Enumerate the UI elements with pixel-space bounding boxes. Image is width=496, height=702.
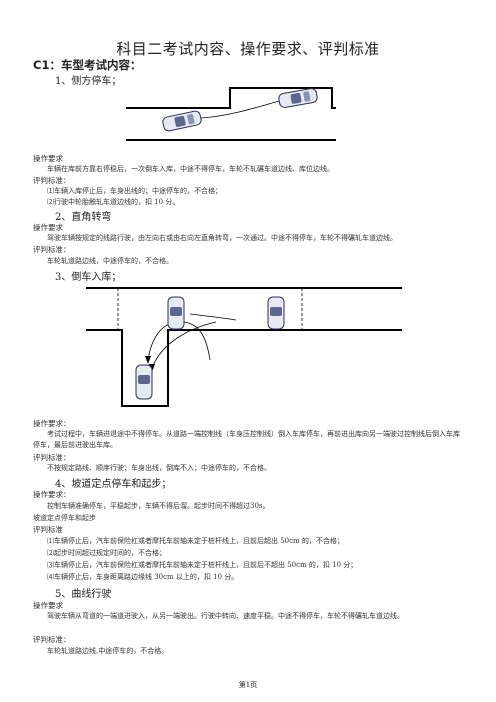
s2-req-text: 驾驶车辆按规定的线路行驶，由左向右或由右向左直角转弯，一次通过。中途不得停车，车… xyxy=(47,234,397,242)
s4-std-label: 评判标准 xyxy=(33,525,63,534)
s3-req-text: 考试过程中，车辆进退途中不得停车。从道路一端控制线（车身压控制线）倒入车库停车，… xyxy=(33,430,460,449)
s4-std-4: ⑷车辆停止后，车身距离路边缘线 30cm 以上的，扣 10 分。 xyxy=(47,573,239,581)
s5-req-label: 操作要求 xyxy=(33,601,63,610)
parking-bay-line xyxy=(126,87,336,109)
s1-std-1: ⑴车辆入库停止后，车身出线的；中途停车的，不合格； xyxy=(47,187,222,195)
s3-std-label: 评判标准： xyxy=(33,453,71,462)
s5-heading: 5、曲线行驶 xyxy=(55,589,112,600)
s4-req-text: 控制车辆准确停车，平稳起步，车辆不得后溜。起步时间不得超过30s。 xyxy=(47,502,270,510)
s4-heading: 4、坡道定点停车和起步； xyxy=(55,479,172,490)
page-title: 科目二考试内容、操作要求、评判标准 xyxy=(116,40,380,58)
s2-req-label: 操作要求 xyxy=(33,223,63,232)
s4-sub: 坡道定点停车和起步 xyxy=(33,514,96,522)
car-right-icon xyxy=(267,296,285,330)
s5-std-label: 评判标准： xyxy=(33,635,71,644)
s5-std-1: 车轮轧道路边线,中途停车的，不合格。 xyxy=(47,647,169,655)
car-parked-icon xyxy=(278,88,318,108)
s1-std-label: 评判标准： xyxy=(33,176,71,185)
garage-outline xyxy=(86,329,402,407)
page-number: 第1页 xyxy=(238,681,258,689)
section-heading-c1: C1：车型考试内容： xyxy=(33,58,142,72)
s2-heading: 2、直角转弯 xyxy=(55,212,112,223)
path-curve xyxy=(200,98,287,119)
car-garage-icon xyxy=(135,364,153,400)
side-parking-diagram xyxy=(126,87,336,141)
car-moving-icon xyxy=(162,110,202,132)
s1-heading: 1、侧方停车； xyxy=(55,76,122,87)
s3-heading: 3、倒车入库； xyxy=(55,272,122,283)
s3-req-label: 操作要求： xyxy=(33,419,71,428)
reverse-garage-diagram xyxy=(86,287,402,407)
s1-std-2: ⑵行驶中轮胎触轧车道边线的，扣 10 分。 xyxy=(47,198,180,206)
s1-req-text: 车辆在库前方靠右停稳后，一次倒车入库，中途不得停车，车轮不轧碾车道边线、库位边线… xyxy=(47,165,334,173)
s1-req-label: 操作要求 xyxy=(33,154,63,163)
s4-std-3: ⑶车辆停止后，汽车前保险杠或者摩托车前轴未定于桩杆线上，且前后不超出 50cm … xyxy=(47,561,358,569)
s4-std-1: ⑴车辆停止后，汽车前保险杠或者摩托车前轴未定于桩杆线上，且前后超出 50cm 的… xyxy=(47,537,344,545)
s4-req-label: 操作要求： xyxy=(33,490,71,499)
s2-std-label: 评判标准： xyxy=(33,245,71,254)
s4-std-2: ⑵起步时间超过规定时间的，不合格； xyxy=(47,549,166,557)
s3-std-1: 不按规定路线、顺序行驶；车身出线，倒库不入；中途停车的，不合格。 xyxy=(47,464,271,472)
car-left-icon xyxy=(167,296,185,330)
s5-req-text: 驾驶车辆从弯道的一端道进驶入，从另一端驶出。行驶中转向、速度平稳。中途不得停车，… xyxy=(47,612,404,620)
s2-std-1: 车轮轧道路边线，中途停车的，不合格。 xyxy=(47,257,173,265)
